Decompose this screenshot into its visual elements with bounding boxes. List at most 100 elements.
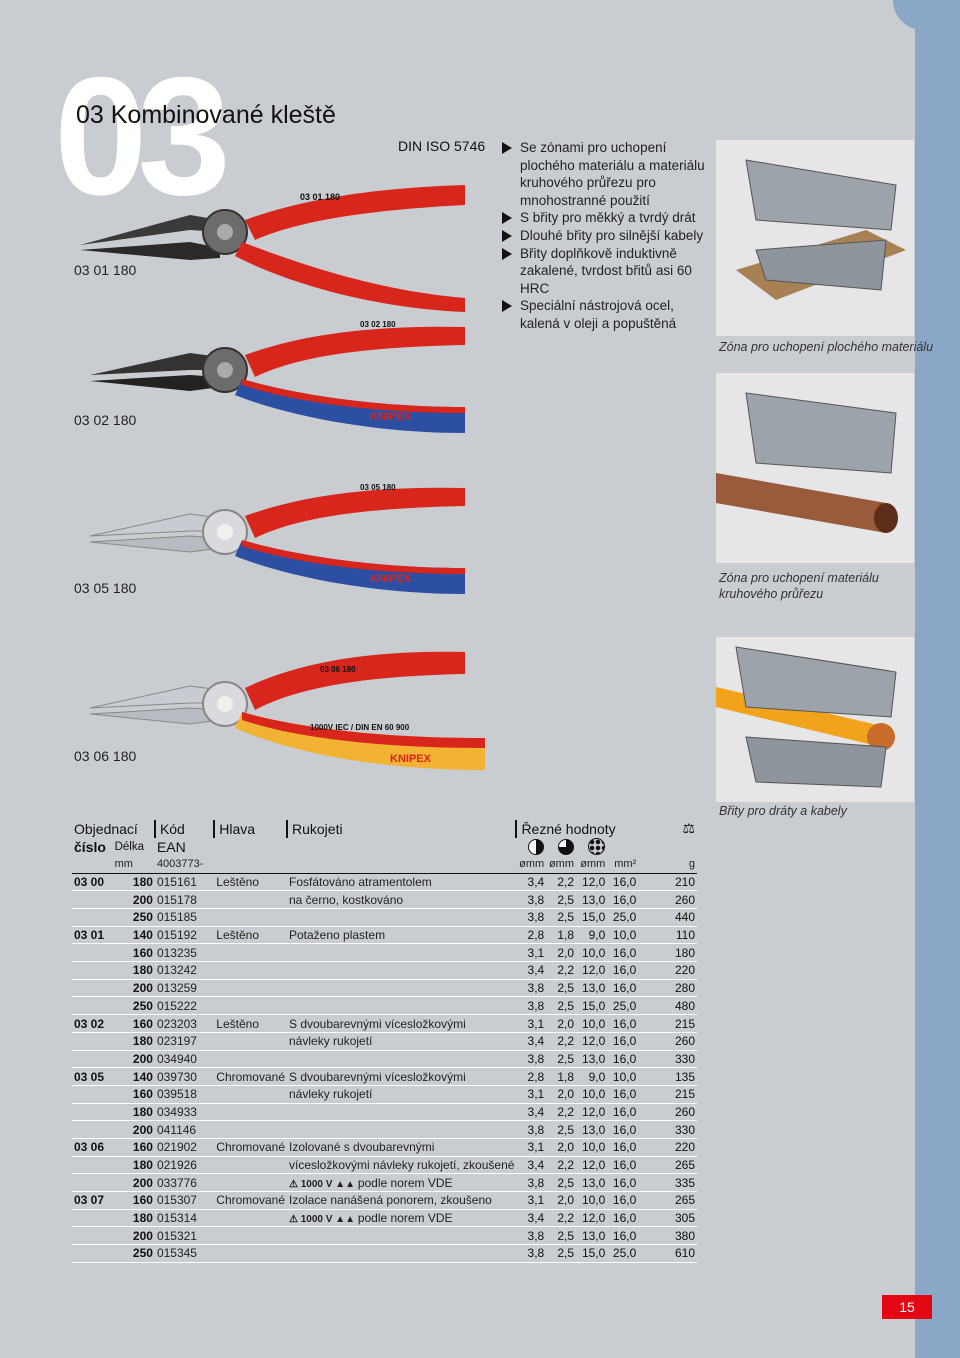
table-cell: 215	[638, 1014, 697, 1033]
table-cell: 041146	[154, 1120, 215, 1139]
table-header-row: Objednací Kód Hlava Rukojeti Řezné hodno…	[72, 820, 697, 838]
table-cell: 16,0	[607, 1138, 639, 1157]
table-cell: 16,0	[607, 1173, 639, 1193]
table-cell: 260	[638, 1103, 697, 1122]
vde-icon: ⚠ 1000 V ▲▲	[289, 1214, 358, 1226]
table-cell: 180	[112, 1156, 155, 1175]
table-cell: 021926	[154, 1156, 215, 1175]
cable-icon	[588, 838, 606, 856]
table-cell: 10,0	[607, 1067, 639, 1086]
table-cell: 16,0	[607, 1120, 639, 1139]
table-cell	[214, 1085, 287, 1104]
table-cell: 3,8	[516, 1244, 547, 1263]
table-cell: 015222	[154, 996, 215, 1016]
table-cell: 160	[112, 1085, 155, 1104]
table-cell: 12,0	[576, 873, 608, 892]
table-cell: 039518	[154, 1085, 215, 1104]
table-cell: 013235	[154, 943, 215, 963]
table-cell: 3,1	[516, 1014, 547, 1033]
table-cell	[214, 1244, 287, 1263]
table-cell: 015178	[154, 890, 215, 910]
table-cell	[214, 1173, 287, 1193]
table-cell: 250	[112, 996, 155, 1016]
table-cell: Leštěno	[214, 1014, 287, 1033]
table-cell: 200	[112, 890, 155, 910]
table-cell: 250	[112, 908, 155, 927]
table-cell	[287, 1244, 517, 1263]
table-cell	[214, 1103, 287, 1122]
table-cell: 13,0	[576, 1050, 608, 1069]
table-cell: 200	[112, 1050, 155, 1069]
col-ean: EAN	[156, 838, 186, 855]
plier-image-03-05: KNIPEX 03 05 180	[89, 483, 465, 594]
table-cell: 25,0	[607, 996, 639, 1016]
table-cell	[214, 943, 287, 963]
table-cell: 12,0	[576, 961, 608, 980]
table-cell: 033776	[154, 1173, 215, 1193]
table-cell: Chromované	[214, 1138, 287, 1157]
table-cell: 2,2	[546, 1156, 576, 1175]
table-cell: 265	[638, 1156, 697, 1175]
table-cell: 16,0	[607, 1226, 639, 1246]
table-cell	[72, 1209, 113, 1228]
table-cell: 265	[638, 1191, 697, 1210]
table-cell: 03 07	[72, 1191, 113, 1210]
table-units-row: mm 4003773- ømm ømm ømm mm² g	[72, 855, 697, 874]
table-cell: 03 02	[72, 1014, 113, 1033]
page-number: 15	[882, 1295, 932, 1319]
table-cell: 200	[112, 1120, 155, 1139]
table-cell: 10,0	[576, 1014, 608, 1033]
vde-imprint: 1000V IEC / DIN EN 60 900	[310, 723, 410, 732]
table-cell: 3,4	[516, 1103, 547, 1122]
table-cell	[72, 890, 113, 910]
table-cell	[214, 1120, 287, 1139]
table-cell: 2,2	[546, 1032, 576, 1051]
table-cell: 180	[112, 1209, 155, 1228]
table-cell: 15,0	[576, 996, 608, 1016]
standard-label: DIN ISO 5746	[398, 138, 486, 154]
table-cell: 3,1	[516, 1191, 547, 1210]
caption-flat: Zóna pro uchopení plochého materiálu	[719, 340, 934, 354]
table-cell: 1,8	[546, 1067, 576, 1086]
table-cell	[72, 979, 113, 998]
table-cell: 2,5	[546, 1226, 576, 1246]
table-cell	[287, 1103, 517, 1122]
table-cell	[72, 996, 113, 1016]
table-cell: 16,0	[607, 1085, 639, 1104]
table-cell	[214, 890, 287, 910]
table-subheader-row: číslo Délka EAN	[72, 838, 697, 856]
table-cell: 180	[112, 873, 155, 892]
feature-list: Se zónami pro uchopení plochého materiál…	[502, 139, 707, 333]
table-cell: 12,0	[576, 1209, 608, 1228]
plier-imprint: 03 02 180	[360, 320, 396, 329]
table-cell	[72, 1050, 113, 1069]
table-cell: 2,5	[546, 1244, 576, 1263]
table-cell: 013259	[154, 979, 215, 998]
product-label: 03 01 180	[74, 262, 137, 278]
hard-wire-icon	[528, 839, 545, 856]
table-cell: 220	[638, 1138, 697, 1157]
table-cell: 335	[638, 1173, 697, 1193]
table-cell: 135	[638, 1067, 697, 1086]
table-cell: 015161	[154, 873, 215, 892]
table-cell: 3,1	[516, 1138, 547, 1157]
table-cell: 16,0	[607, 961, 639, 980]
product-label: 03 02 180	[74, 412, 137, 428]
table-cell: 013242	[154, 961, 215, 980]
table-cell: 2,0	[546, 1014, 576, 1033]
table-cell	[287, 1120, 517, 1139]
table-cell: 9,0	[576, 926, 608, 945]
table-cell: 16,0	[607, 890, 639, 910]
photo-flat-grip	[716, 140, 914, 336]
table-cell: 160	[112, 1191, 155, 1210]
table-cell: 015345	[154, 1244, 215, 1263]
table-cell: 2,2	[546, 1209, 576, 1228]
table-cell: 160	[112, 1014, 155, 1033]
table-cell: 023197	[154, 1032, 215, 1051]
table-cell: 160	[112, 1138, 155, 1157]
table-cell: 13,0	[576, 1226, 608, 1246]
